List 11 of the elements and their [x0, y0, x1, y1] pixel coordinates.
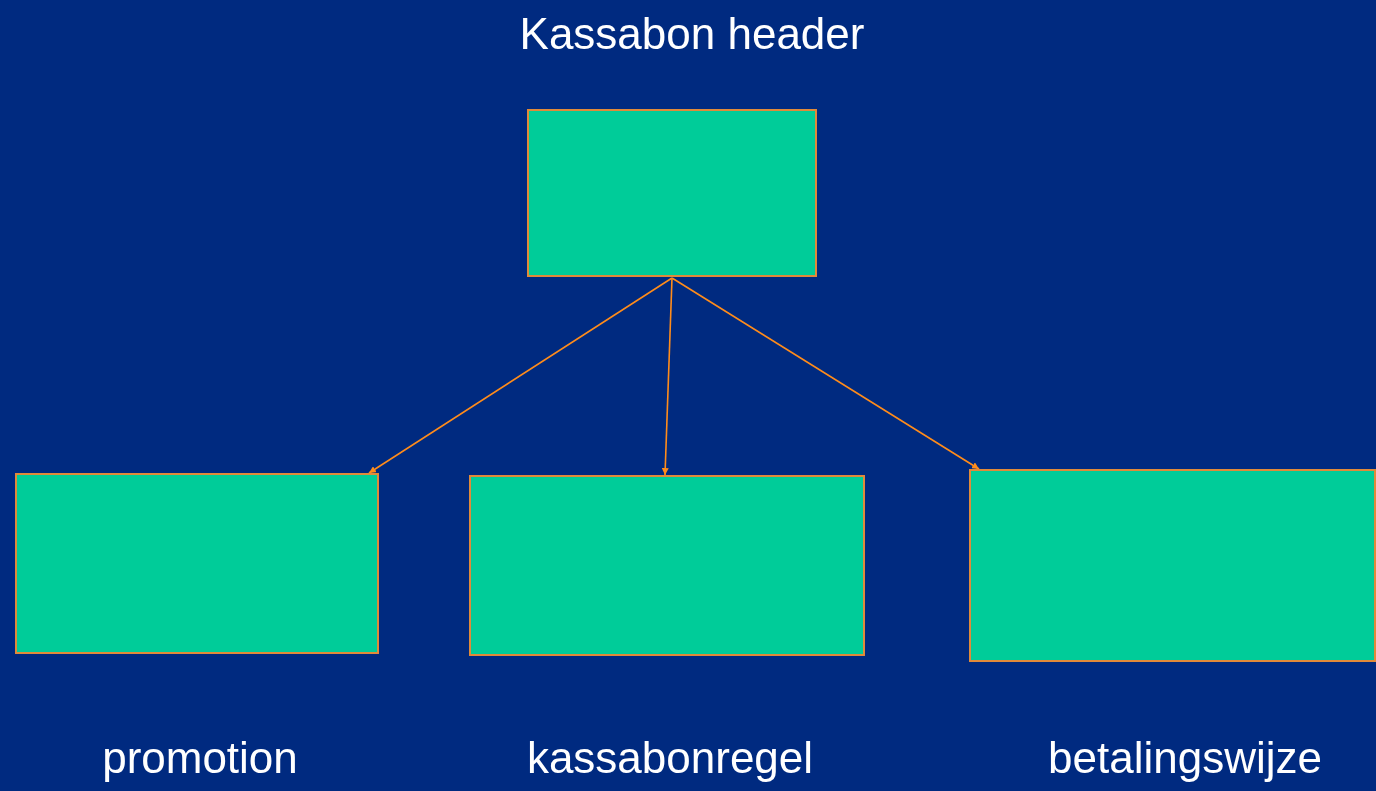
arrow [671, 277, 980, 470]
entity-box [15, 473, 379, 654]
entity-label: kassabonregel [525, 732, 815, 784]
entity-box [969, 469, 1376, 662]
arrow [368, 277, 673, 474]
arrow [661, 277, 673, 476]
entity-label: Kassabon header [518, 8, 866, 60]
entity-box [527, 109, 817, 277]
entity-label: promotion [101, 732, 299, 784]
entity-box [469, 475, 865, 656]
entity-label: betalingswijze [1047, 732, 1323, 784]
